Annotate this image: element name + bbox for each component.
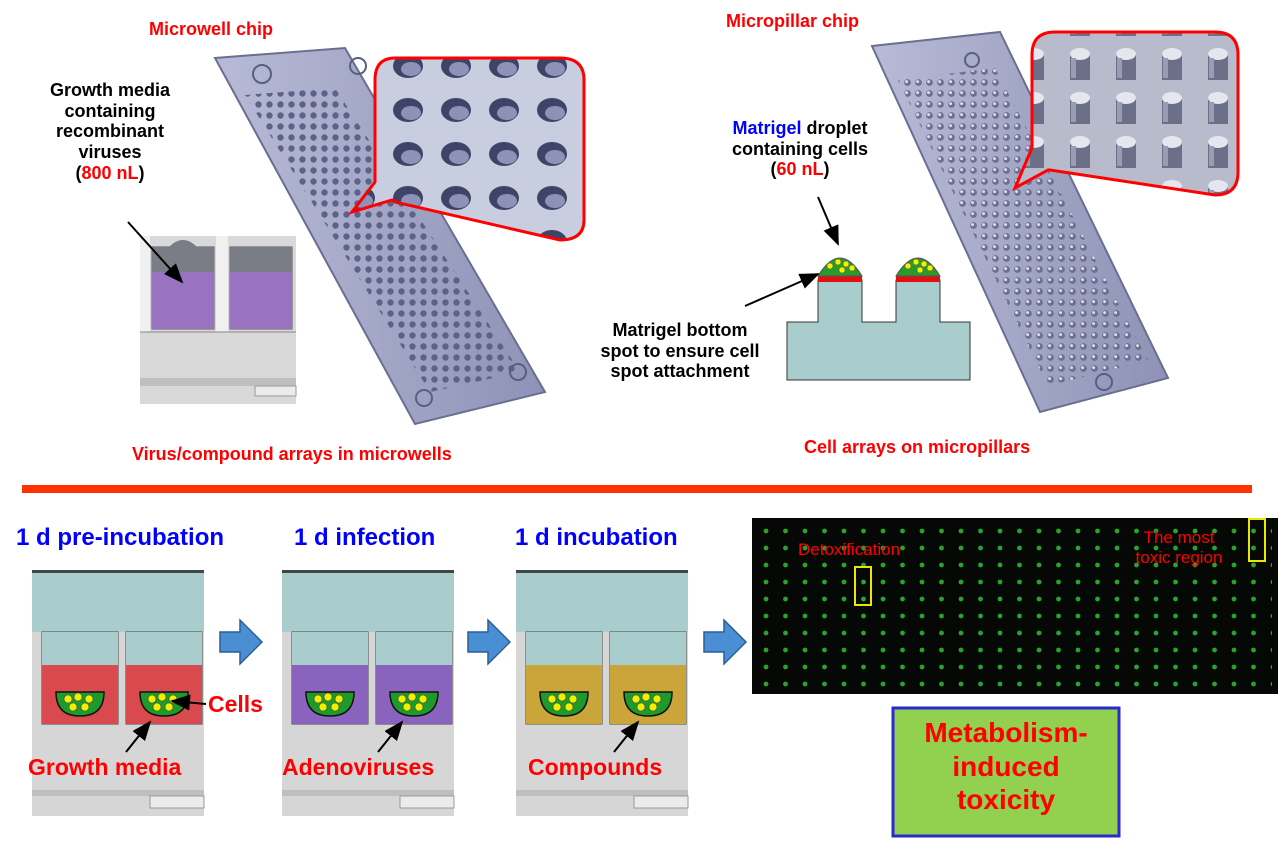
- microwell-chip: [213, 46, 547, 426]
- growth-media-bottom-label: Growth media: [28, 754, 182, 780]
- step-title-3: 1 d incubation: [515, 524, 678, 551]
- step-arrow-3: [703, 618, 748, 666]
- matrigel-bottom-label: Matrigel bottom spot to ensure cell spot…: [600, 320, 760, 382]
- growth-media-bottom-arrow: [125, 720, 152, 753]
- step-panel-3: [516, 570, 689, 816]
- cells-label: Cells: [208, 691, 263, 717]
- toxic-marker-box: [1248, 518, 1266, 562]
- result-label: Metabolism- induced toxicity: [924, 717, 1088, 816]
- detoxification-label: Detoxification: [798, 540, 901, 559]
- step-title-2: 1 d infection: [294, 524, 436, 551]
- section-divider: [22, 485, 1252, 493]
- growth-media-arrow: [127, 221, 184, 284]
- step-arrow-1: [219, 618, 264, 666]
- step-title-1: 1 d pre-incubation: [16, 524, 225, 551]
- micropillar-zoom-bubble: [1011, 30, 1240, 197]
- bottom-spot-arrow: [744, 273, 820, 307]
- cells-arrow: [170, 694, 207, 711]
- result-box: [891, 706, 1121, 838]
- matrigel-droplet-label: Matrigel droplet containing cells (60 nL…: [731, 118, 869, 180]
- growth-media-label: Growth media containing recombinant viru…: [49, 80, 170, 183]
- adenoviruses-label: Adenoviruses: [282, 754, 435, 780]
- microwell-chip-title: Microwell chip: [149, 19, 274, 39]
- step-arrow-2: [467, 618, 512, 666]
- micropillar-chip: [870, 30, 1170, 414]
- compounds-label: Compounds: [528, 754, 663, 780]
- detox-marker-box: [854, 566, 872, 606]
- cell-array-caption: Cell arrays on micropillars: [804, 437, 1031, 457]
- most-toxic-label: The most toxic region: [1135, 528, 1223, 567]
- step-panel-1: [32, 570, 205, 816]
- droplet-arrow: [817, 196, 839, 246]
- microwell-zoom-bubble: [347, 56, 586, 242]
- virus-array-caption: Virus/compound arrays in microwells: [132, 444, 452, 464]
- micropillar-chip-title: Micropillar chip: [726, 11, 860, 31]
- step-panel-2: [282, 570, 455, 816]
- compounds-arrow: [613, 720, 640, 753]
- adenovirus-arrow: [377, 720, 404, 753]
- fluorescence-image: [752, 518, 1278, 694]
- micropillar-cross-section: [786, 257, 971, 381]
